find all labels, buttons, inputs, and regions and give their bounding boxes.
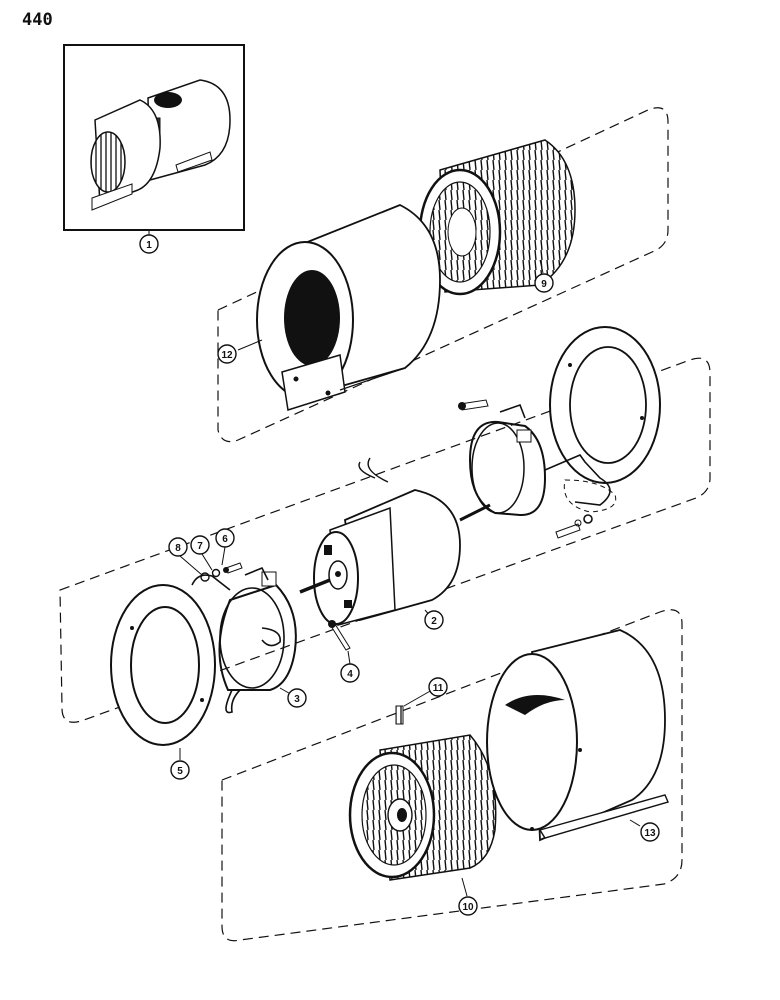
blower-wheel-lower xyxy=(348,734,497,881)
callout-2: 2 xyxy=(424,610,444,630)
blower-motor xyxy=(299,457,491,626)
dashed-outline-lower xyxy=(221,609,683,942)
assembled-blower-inset xyxy=(63,44,245,231)
screw-4 xyxy=(328,620,351,651)
callout-1: 1 xyxy=(139,234,159,254)
svg-text:4: 4 xyxy=(347,669,353,680)
callout-10: 10 xyxy=(458,896,478,916)
callout-3: 3 xyxy=(287,688,307,708)
page-number: 440 xyxy=(22,10,53,30)
mounting-band-left xyxy=(191,562,297,714)
callout-7: 7 xyxy=(190,535,210,555)
svg-text:13: 13 xyxy=(644,828,656,839)
svg-text:6: 6 xyxy=(222,534,228,545)
callout-12: 12 xyxy=(217,344,237,364)
callout-6: 6 xyxy=(215,528,235,548)
callout-4: 4 xyxy=(340,663,360,683)
set-screw-11 xyxy=(395,705,404,725)
callout-5: 5 xyxy=(170,760,190,780)
svg-text:1: 1 xyxy=(146,240,152,251)
blower-housing-lower xyxy=(486,629,669,842)
dashed-outline-middle xyxy=(59,357,711,723)
svg-text:5: 5 xyxy=(177,766,183,777)
svg-text:12: 12 xyxy=(221,350,233,361)
mounting-band-right xyxy=(458,399,617,539)
svg-text:7: 7 xyxy=(197,541,203,552)
svg-text:8: 8 xyxy=(175,543,181,554)
svg-text:10: 10 xyxy=(462,902,474,913)
blower-wheel-upper xyxy=(418,139,576,296)
mounting-plate-left xyxy=(110,584,216,746)
callout-8: 8 xyxy=(168,537,188,557)
mounting-plate-right xyxy=(549,326,661,484)
svg-text:9: 9 xyxy=(541,279,547,290)
callout-13: 13 xyxy=(640,822,660,842)
svg-text:3: 3 xyxy=(294,694,300,705)
callout-11: 11 xyxy=(428,677,448,697)
svg-text:2: 2 xyxy=(431,616,437,627)
callout-9: 9 xyxy=(534,273,554,293)
blower-housing-upper xyxy=(256,204,441,411)
dashed-outline-upper xyxy=(217,107,669,443)
svg-text:11: 11 xyxy=(433,683,444,694)
